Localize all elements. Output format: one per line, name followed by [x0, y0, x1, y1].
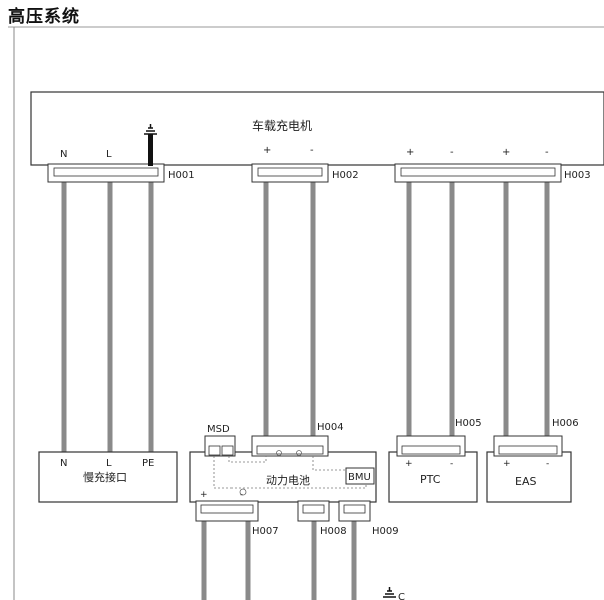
eas-pin-plus: + — [503, 459, 511, 469]
eas-label: EAS — [515, 475, 536, 488]
h003-pin-2: - — [450, 147, 454, 158]
connector-h006-inner — [498, 445, 558, 455]
charger-label: 车载充电机 — [252, 118, 312, 133]
h001-label: H001 — [168, 170, 195, 181]
h003-pin-1: + — [406, 147, 414, 158]
msd-pin-left — [208, 445, 221, 456]
eas-pin-minus: - — [546, 459, 549, 469]
connector-h005-inner — [401, 445, 461, 455]
msd-label: MSD — [207, 424, 230, 435]
eas-box — [486, 451, 572, 503]
h002-pin-plus: + — [263, 145, 271, 156]
ptc-pin-minus: - — [450, 459, 453, 469]
battery-internal-node — [239, 488, 247, 496]
h008-label: H008 — [320, 526, 347, 537]
connector-h004-inner — [256, 445, 324, 455]
h001-pin-n: N — [60, 149, 67, 160]
msd-pin-right — [221, 445, 234, 456]
slow-charge-port-label: 慢充接口 — [83, 470, 127, 484]
h003-label: H003 — [564, 170, 591, 181]
h009-label: H009 — [372, 526, 399, 537]
page-title: 高压系统 — [8, 7, 80, 27]
port-pin-n: N — [60, 458, 67, 469]
battery-internal-switch-1 — [276, 450, 282, 456]
connector-h008-inner — [302, 504, 325, 514]
connector-h001-inner — [53, 167, 159, 177]
h002-label: H002 — [332, 170, 359, 181]
h003-pin-4: - — [545, 147, 549, 158]
bmu-label: BMU — [348, 472, 371, 483]
ptc-box — [388, 451, 478, 503]
pe-ground-stub — [148, 134, 153, 166]
connector-h007-inner — [200, 504, 254, 514]
ptc-pin-plus: + — [405, 459, 413, 469]
bottom-ground-suffix: C — [398, 592, 405, 600]
wires — [61, 181, 550, 600]
h006-label: H006 — [552, 418, 579, 429]
connector-h009-inner — [343, 504, 366, 514]
bmu-box — [345, 467, 375, 485]
h005-label: H005 — [455, 418, 482, 429]
h007-label: H007 — [252, 526, 279, 537]
slow-charge-port-box — [38, 451, 178, 503]
ground-icon — [144, 124, 157, 135]
h002-pin-minus: - — [310, 145, 314, 156]
h004-label: H004 — [317, 422, 344, 433]
h003-pin-3: + — [502, 147, 510, 158]
connector-h002-inner — [257, 167, 323, 177]
battery-internal-wiring — [213, 456, 367, 489]
port-pin-pe: PE — [142, 458, 154, 469]
h007-pin-minus: - — [240, 490, 243, 500]
charger-box — [30, 91, 604, 166]
h007-pin-plus: + — [200, 490, 208, 500]
connector-h003-inner — [400, 167, 556, 177]
bottom-ground-icon — [383, 587, 396, 598]
ptc-label: PTC — [420, 473, 441, 486]
h001-pin-l: L — [106, 149, 112, 160]
port-pin-l: L — [106, 458, 112, 469]
battery-internal-switch-2 — [296, 450, 302, 456]
battery-label: 动力电池 — [266, 474, 310, 487]
